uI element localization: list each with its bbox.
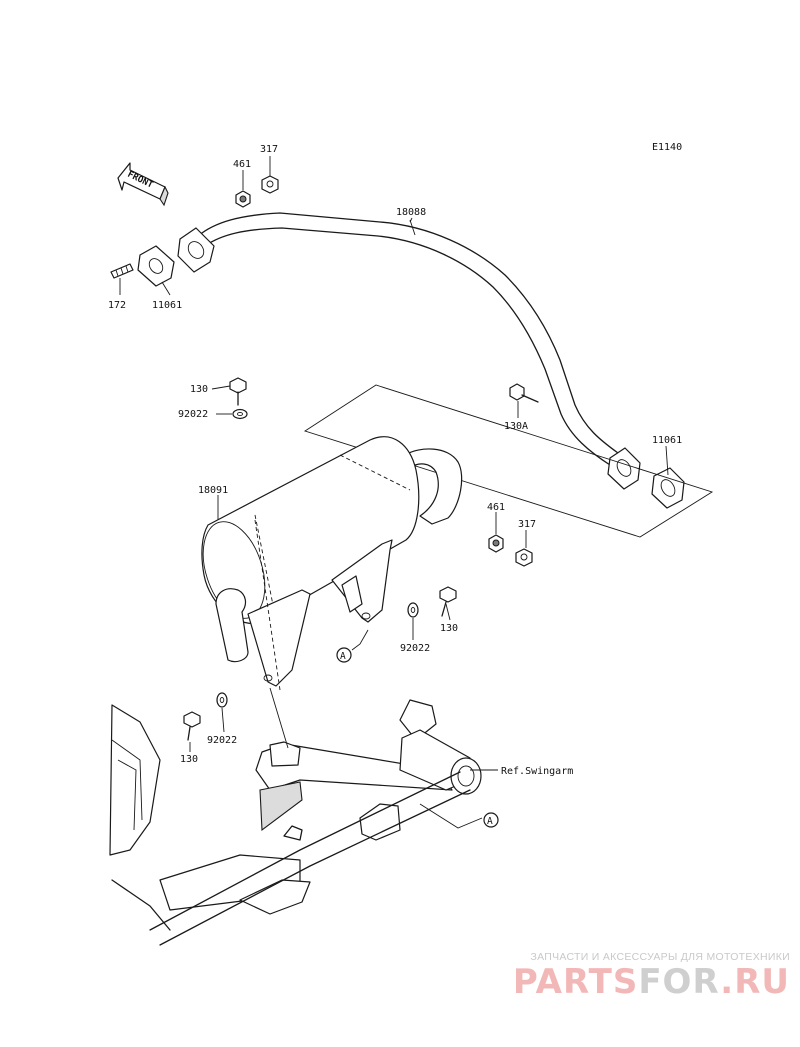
- bolt-130-upper: [229, 377, 247, 406]
- watermark-logo: PARTSFOR.RU: [488, 962, 790, 1002]
- label-ref-swingarm: Ref.Swingarm: [501, 766, 573, 777]
- label-130-upper: 130: [190, 384, 208, 395]
- nut-461-mid: [488, 534, 504, 553]
- exhaust-pipe: [177, 212, 641, 490]
- nut-317-top: [261, 175, 279, 194]
- label-18091: 18091: [198, 485, 228, 496]
- bolt-130A: [509, 383, 539, 403]
- label-92022-low: 92022: [207, 735, 237, 746]
- muffler: [201, 436, 463, 687]
- front-arrow-icon: FRONT: [117, 162, 169, 207]
- watermark-tagline: ЗАПЧАСТИ И АКСЕССУАРЫ ДЛЯ МОТОТЕХНИКИ: [530, 951, 790, 963]
- watermark-brand-c: .RU: [720, 962, 790, 1002]
- label-461-mid: 461: [487, 502, 505, 513]
- label-130A: 130A: [504, 421, 528, 432]
- nut-461-top: [235, 190, 251, 208]
- label-92022-mid: 92022: [400, 643, 430, 654]
- label-317-top: 317: [260, 144, 278, 155]
- washer-92022-low: [216, 692, 228, 708]
- ref-marker-upper: A: [336, 647, 352, 663]
- stud-bolt: [110, 263, 134, 279]
- label-172: 172: [108, 300, 126, 311]
- washer-92022-upper: [232, 408, 248, 420]
- bolt-130-low: [183, 711, 201, 741]
- nut-317-mid: [515, 548, 533, 567]
- ref-marker-lower-label: A: [487, 816, 493, 827]
- watermark-brand-b: FOR: [638, 962, 721, 1002]
- gasket-left: [137, 245, 175, 287]
- watermark-brand-a: PARTS: [512, 962, 639, 1002]
- leader-lines: [119, 156, 669, 829]
- ref-marker-lower: A: [483, 812, 499, 828]
- washer-92022-mid: [407, 602, 419, 618]
- label-461-top: 461: [233, 159, 251, 170]
- label-130-low: 130: [180, 754, 198, 765]
- gasket-right: [651, 467, 685, 509]
- label-92022-upper: 92022: [178, 409, 208, 420]
- bolt-130-mid: [439, 586, 457, 617]
- label-11061-right: 11061: [652, 435, 682, 446]
- frame-swingarm: [109, 699, 482, 946]
- label-18088: 18088: [396, 207, 426, 218]
- label-11061-left: 11061: [152, 300, 182, 311]
- label-130-mid: 130: [440, 623, 458, 634]
- diagram-code: E1140: [652, 142, 682, 153]
- ref-marker-upper-label: A: [340, 651, 346, 662]
- label-317-mid: 317: [518, 519, 536, 530]
